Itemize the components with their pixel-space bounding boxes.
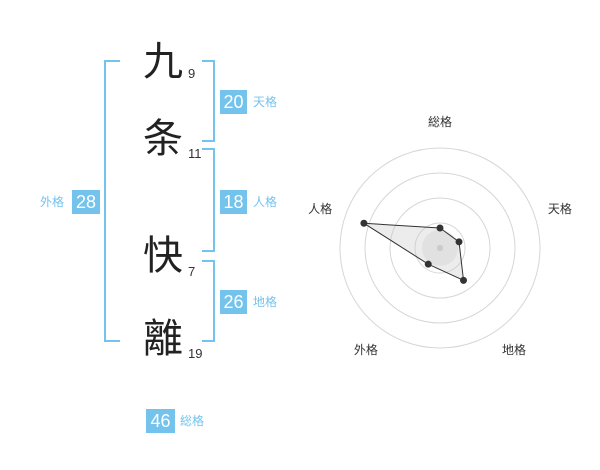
radar-series-area bbox=[363, 222, 465, 282]
chikaku-bracket bbox=[202, 260, 215, 342]
soukaku-label: 総格 bbox=[180, 414, 205, 428]
chikaku-value: 26 bbox=[220, 290, 247, 314]
radar-grid-ring bbox=[414, 222, 466, 274]
stroke-count-1: 9 bbox=[188, 66, 196, 81]
radar-grid-ring bbox=[339, 147, 541, 349]
radar-point-2 bbox=[455, 238, 463, 246]
stroke-count-3: 7 bbox=[188, 264, 196, 279]
radar-point-5 bbox=[360, 219, 368, 227]
gaikaku-label: 外格 bbox=[40, 195, 65, 209]
gaikaku-value: 28 bbox=[72, 190, 100, 214]
radar-axis-label-4: 外格 bbox=[354, 342, 378, 357]
jinkaku-value: 18 bbox=[220, 190, 247, 214]
stroke-count-4: 19 bbox=[188, 346, 203, 361]
jinkaku-bracket bbox=[202, 148, 215, 252]
gaikaku-bracket bbox=[104, 60, 120, 342]
radar-axis-label-2: 天格 bbox=[548, 201, 572, 216]
tenkaku-bracket bbox=[202, 60, 215, 142]
stroke-count-2: 11 bbox=[188, 146, 202, 161]
radar-center-dot bbox=[437, 245, 443, 251]
soukaku-value: 46 bbox=[146, 409, 175, 433]
radar-point-3 bbox=[460, 276, 468, 284]
radar-axis-label-1: 総格 bbox=[428, 114, 452, 129]
radar-axis-label-3: 地格 bbox=[502, 342, 526, 357]
tenkaku-value: 20 bbox=[220, 90, 247, 114]
name-char-4: 離 bbox=[143, 316, 183, 362]
name-char-3: 快 bbox=[143, 233, 183, 279]
radar-point-4 bbox=[424, 260, 432, 268]
radar-grid-ring bbox=[364, 172, 516, 324]
radar-grid-ring bbox=[389, 197, 491, 299]
tenkaku-label: 天格 bbox=[253, 95, 278, 109]
name-char-2: 条 bbox=[143, 116, 183, 162]
radar-axis-label-5: 人格 bbox=[308, 201, 332, 216]
jinkaku-label: 人格 bbox=[253, 195, 278, 209]
name-char-1: 九 bbox=[143, 39, 183, 85]
radar-point-1 bbox=[436, 224, 444, 232]
chikaku-label: 地格 bbox=[253, 295, 278, 309]
